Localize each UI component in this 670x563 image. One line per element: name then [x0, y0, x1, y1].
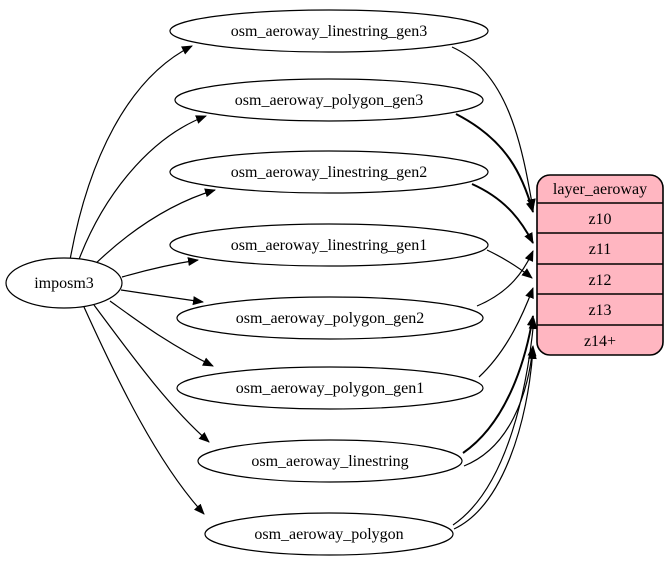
edge-polygon-gen1-z12 [478, 287, 534, 378]
table-node-osm-aeroway-polygon-gen3: osm_aeroway_polygon_gen3 [174, 78, 484, 122]
table-label: osm_aeroway_linestring_gen3 [231, 23, 427, 40]
layer-title: layer_aeroway [553, 181, 647, 198]
table-label: osm_aeroway_polygon [254, 526, 403, 543]
source-node-imposm3: imposm3 [5, 257, 123, 309]
edge-imposm3-polygon-gen3 [77, 115, 207, 263]
table-label: osm_aeroway_linestring_gen2 [231, 164, 427, 181]
layer-rect [536, 174, 664, 356]
edge-polygon-z14 [453, 348, 537, 530]
edge-polygon-gen3-z10 [455, 113, 535, 213]
source-ellipse [5, 257, 123, 309]
edge-linestring-gen3-z10 [451, 46, 536, 210]
layer-row-z11: z11 [589, 241, 612, 258]
table-ellipse [176, 366, 484, 410]
table-label: osm_aeroway_linestring [251, 453, 408, 470]
table-ellipse [174, 78, 484, 122]
table-label: osm_aeroway_polygon_gen2 [236, 310, 424, 327]
edges-to-layer [451, 46, 538, 530]
edge-imposm3-polygon-gen2 [120, 289, 204, 306]
edge-polygon-gen2-z11 [476, 250, 534, 307]
table-ellipse [169, 9, 489, 53]
edge-imposm3-linestring-gen2 [91, 188, 216, 268]
table-node-osm-aeroway-polygon: osm_aeroway_polygon [204, 512, 454, 556]
source-label: imposm3 [34, 275, 94, 292]
edge-imposm3-linestring [93, 304, 210, 443]
edges-from-source [69, 45, 216, 515]
table-node-osm-aeroway-linestring-gen1: osm_aeroway_linestring_gen1 [169, 223, 489, 267]
table-ellipse [169, 150, 489, 194]
layer-row-z12: z12 [588, 272, 611, 289]
table-ellipse [204, 512, 454, 556]
edge-linestring-z13 [462, 315, 536, 454]
edge-imposm3-linestring-gen3 [69, 45, 193, 261]
table-label: osm_aeroway_linestring_gen1 [231, 237, 427, 254]
edge-polygon-z13 [452, 318, 538, 526]
layer-row-z13: z13 [588, 302, 611, 319]
layer-node-layer-aeroway: layer_aeroway z10 z11 z12 z13 z14+ [536, 174, 664, 356]
table-ellipse [197, 439, 463, 483]
table-ellipse [169, 223, 489, 267]
edge-linestring-gen2-z11 [471, 183, 534, 244]
table-node-osm-aeroway-polygon-gen2: osm_aeroway_polygon_gen2 [176, 296, 484, 340]
edge-imposm3-polygon-gen1 [109, 300, 214, 367]
table-node-osm-aeroway-linestring-gen2: osm_aeroway_linestring_gen2 [169, 150, 489, 194]
layer-row-z10: z10 [588, 211, 611, 228]
table-label: osm_aeroway_polygon_gen3 [235, 92, 423, 109]
edge-imposm3-linestring-gen1 [121, 257, 199, 278]
edge-imposm3-polygon [83, 306, 205, 515]
table-label: osm_aeroway_polygon_gen1 [236, 380, 424, 397]
edge-linestring-z14 [463, 345, 537, 467]
layer-row-z14: z14+ [584, 333, 616, 350]
table-node-osm-aeroway-polygon-gen1: osm_aeroway_polygon_gen1 [176, 366, 484, 410]
table-node-osm-aeroway-linestring-gen3: osm_aeroway_linestring_gen3 [169, 9, 489, 53]
table-node-osm-aeroway-linestring: osm_aeroway_linestring [197, 439, 463, 483]
table-ellipse [176, 296, 484, 340]
edge-linestring-gen1-z12 [486, 249, 533, 279]
